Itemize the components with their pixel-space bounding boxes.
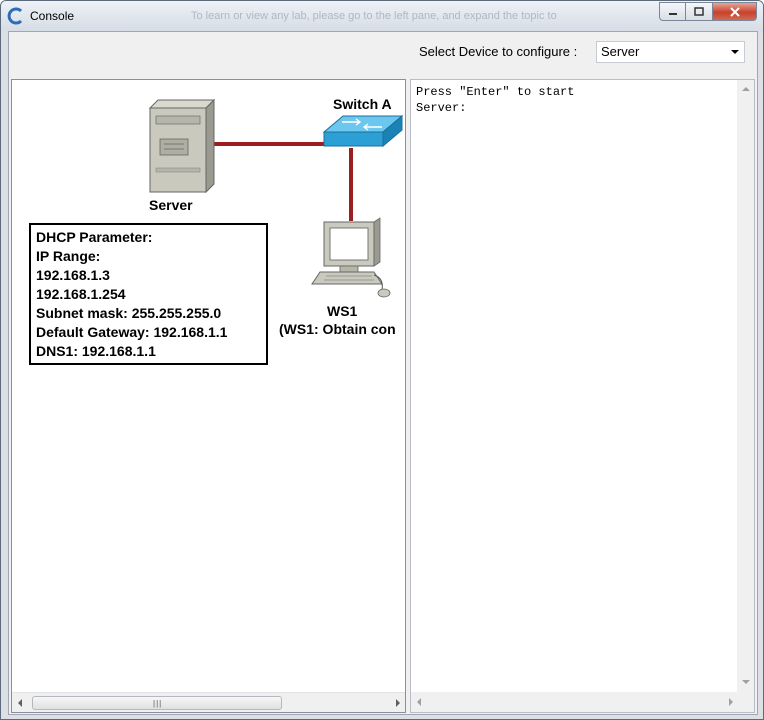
server-icon <box>148 98 216 194</box>
dhcp-heading: DHCP Parameter: <box>36 229 153 245</box>
dhcp-parameter-box: DHCP Parameter: IP Range: 192.168.1.3 19… <box>29 223 268 365</box>
switch-icon <box>322 114 404 148</box>
window-controls <box>659 2 757 21</box>
ws1-note: (WS1: Obtain con <box>279 321 396 337</box>
client-area: Select Device to configure : Server <box>8 31 758 715</box>
console-output-pane[interactable]: Press "Enter" to start Server: <box>410 79 755 713</box>
server-label: Server <box>149 197 193 213</box>
dhcp-range-label: IP Range: <box>36 248 101 264</box>
console-output[interactable]: Press "Enter" to start Server: <box>416 84 574 116</box>
diagram-horizontal-scrollbar[interactable]: ||| <box>12 692 405 712</box>
select-device-label: Select Device to configure : <box>419 44 578 59</box>
dhcp-range-end: 192.168.1.254 <box>36 286 126 302</box>
chevron-down-icon <box>731 50 739 54</box>
console-horizontal-scrollbar[interactable] <box>411 692 754 712</box>
network-diagram <box>148 98 404 298</box>
workstation-icon <box>311 217 391 298</box>
app-icon <box>7 7 23 25</box>
ws1-label: WS1 <box>327 303 358 319</box>
console-vertical-scrollbar[interactable] <box>737 80 754 692</box>
scroll-right-icon[interactable] <box>396 699 400 707</box>
dhcp-subnet: Subnet mask: 255.255.255.0 <box>36 305 222 321</box>
console-line-1: Press "Enter" to start <box>416 85 575 99</box>
minimize-icon <box>668 12 677 15</box>
console-line-2: Server: <box>416 101 467 115</box>
dhcp-range-start: 192.168.1.3 <box>36 267 110 283</box>
scroll-left-icon[interactable] <box>417 698 421 706</box>
device-select[interactable]: Server <box>596 41 745 63</box>
scroll-right-icon[interactable] <box>729 698 733 706</box>
scroll-up-icon[interactable] <box>742 87 750 91</box>
scroll-left-icon[interactable] <box>18 699 22 707</box>
title-bar[interactable]: Console To learn or view any lab, please… <box>1 1 763 31</box>
minimize-button[interactable] <box>659 2 686 21</box>
scroll-down-icon[interactable] <box>742 680 750 684</box>
maximize-icon <box>694 7 704 16</box>
switch-label: Switch A <box>333 96 392 112</box>
dhcp-gateway: Default Gateway: 192.168.1.1 <box>36 324 228 340</box>
diagram-scroll-thumb[interactable]: ||| <box>32 696 282 710</box>
window-title: Console <box>30 9 75 23</box>
close-icon <box>729 6 740 17</box>
maximize-button[interactable] <box>686 2 713 21</box>
background-window-text: To learn or view any lab, please go to t… <box>191 10 557 22</box>
dhcp-dns: DNS1: 192.168.1.1 <box>36 343 156 359</box>
diagram-pane: Server Switch A WS1 (WS1: Obtain con DHC… <box>11 79 406 713</box>
device-select-value: Server <box>601 44 640 59</box>
close-button[interactable] <box>713 2 757 21</box>
